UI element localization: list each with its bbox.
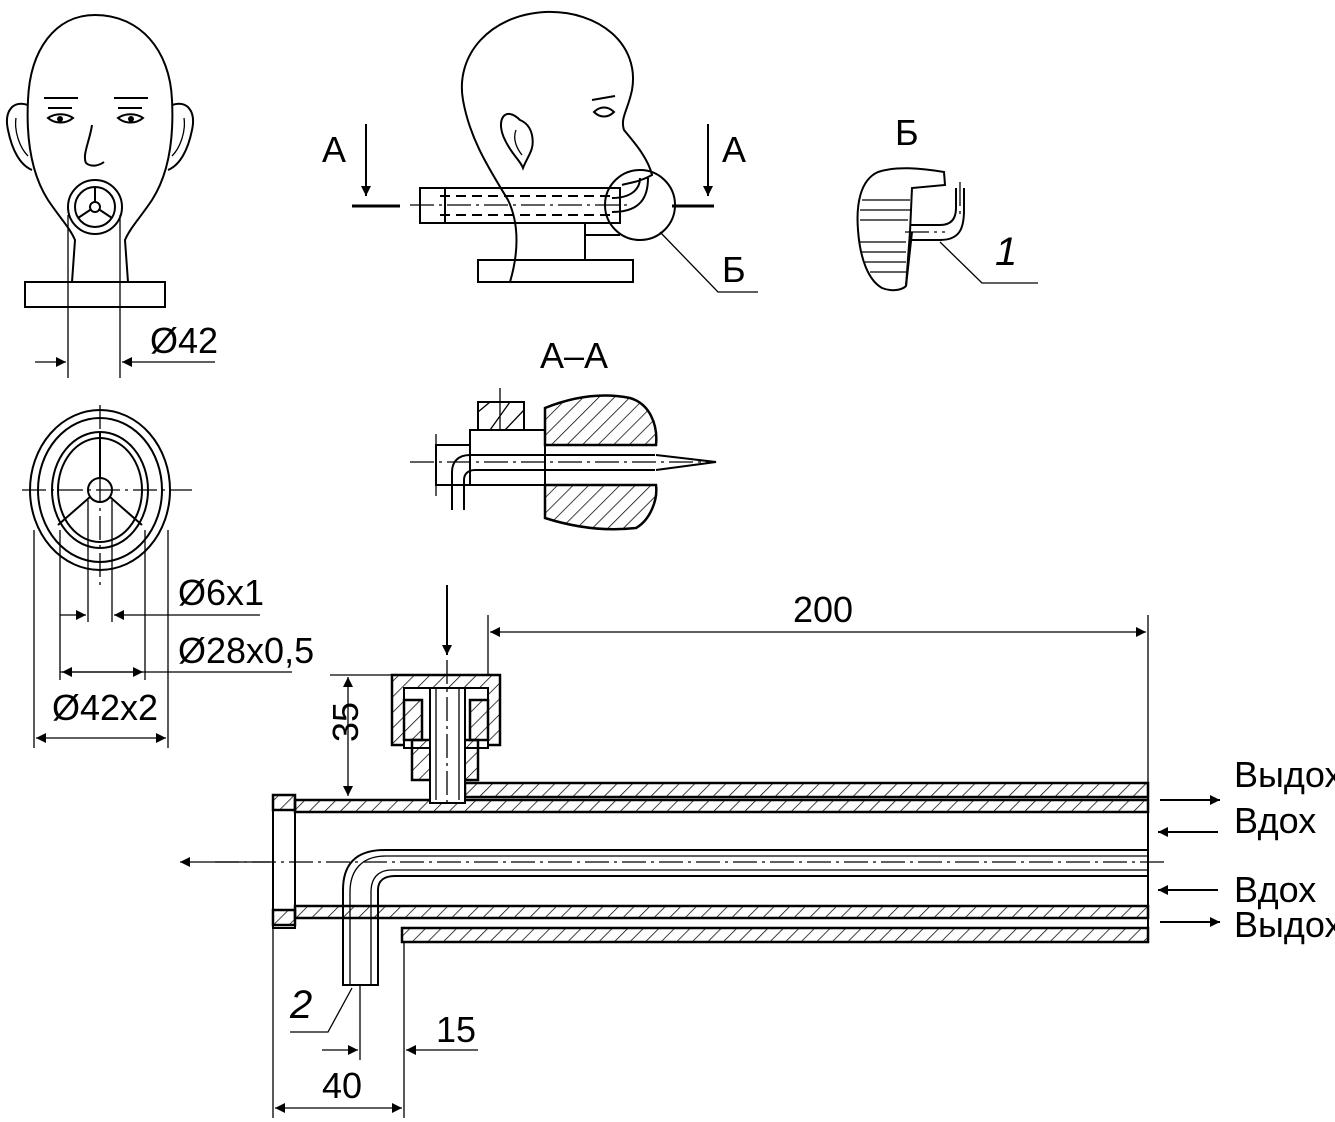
dim-outer-tube: Ø42x2 — [52, 687, 158, 728]
section-a-left-label: А — [322, 129, 346, 170]
dim-height-35: 35 — [325, 702, 366, 742]
part-1-label: 1 — [995, 230, 1017, 274]
section-a-right-label: А — [722, 129, 746, 170]
dim-offset-40: 40 — [322, 1065, 362, 1106]
flow-top-exhale: Выдох — [1234, 754, 1335, 795]
main-section-view — [180, 585, 1220, 1118]
flow-top-inhale: Вдох — [1234, 800, 1316, 841]
flow-bottom-inhale: Вдох — [1234, 869, 1316, 910]
dim-mouth-diameter: Ø42 — [150, 320, 218, 361]
detail-b-hatch — [860, 199, 910, 273]
dim-offset-15: 15 — [436, 1009, 476, 1050]
mouthpiece-end-view — [22, 405, 292, 748]
detail-b — [856, 167, 1038, 292]
head-side-view — [352, 10, 758, 293]
callout-b-label: Б — [722, 249, 746, 290]
detail-b-title: Б — [895, 112, 919, 153]
dim-inner-tube: Ø6x1 — [178, 572, 264, 613]
part-2-label: 2 — [289, 983, 312, 1027]
flow-bottom-exhale: Выдох — [1234, 904, 1335, 945]
section-aa-view — [410, 388, 717, 531]
dim-length-200: 200 — [793, 589, 853, 630]
dim-middle-tube: Ø28x0,5 — [178, 630, 314, 671]
section-aa-title: А–А — [540, 335, 608, 376]
head-front-view — [6, 13, 215, 378]
